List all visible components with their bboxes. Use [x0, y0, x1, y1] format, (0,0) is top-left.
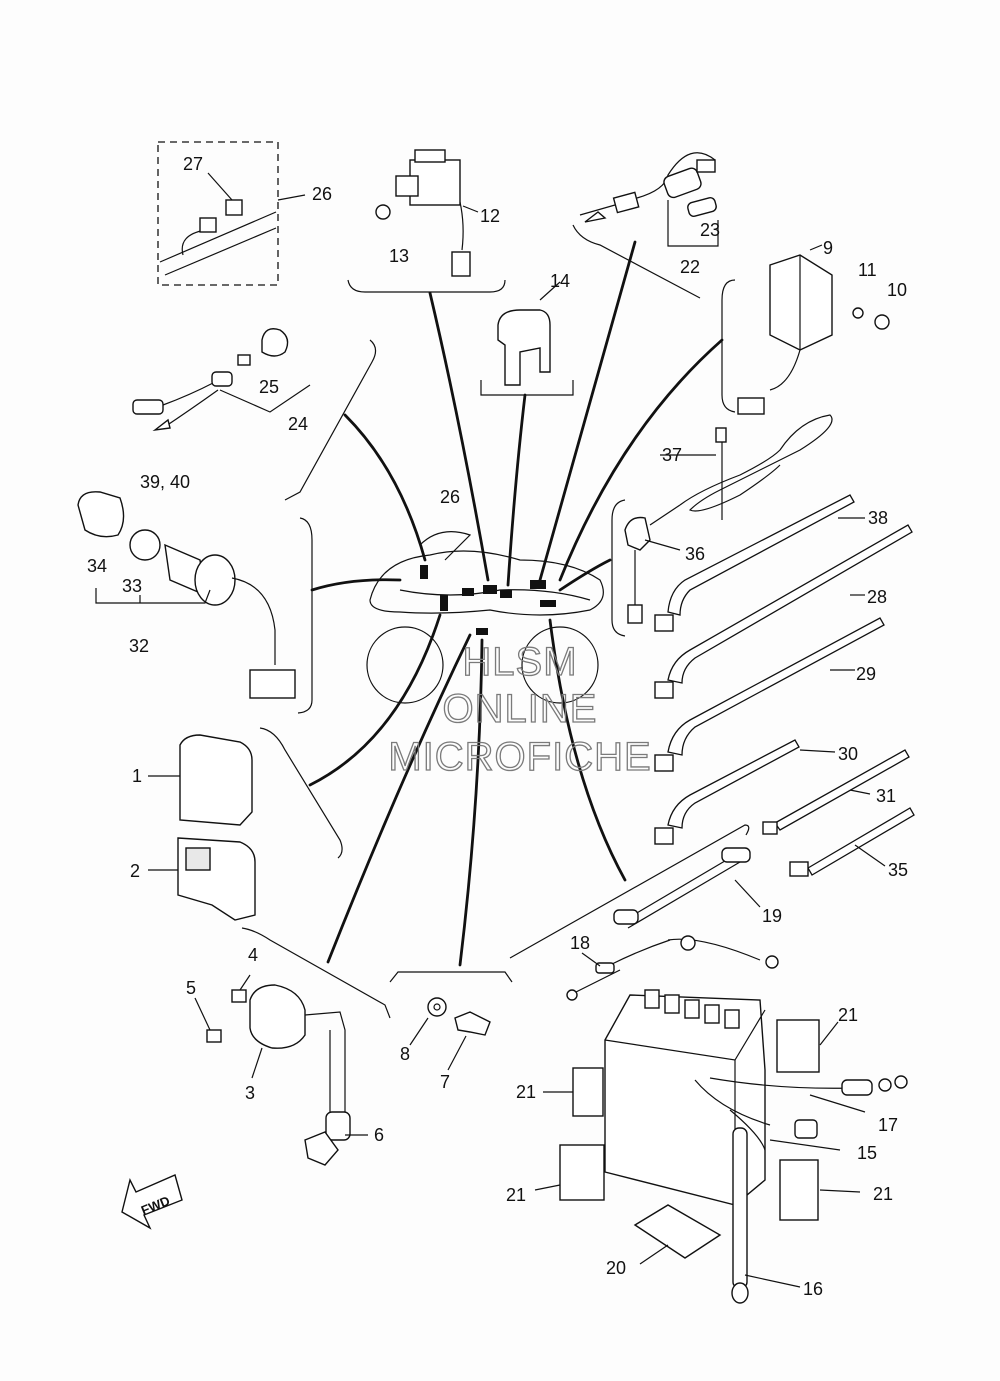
callout-22[interactable]: 22 — [680, 257, 700, 277]
callout-38[interactable]: 38 — [868, 508, 888, 528]
callout-19[interactable]: 19 — [762, 906, 782, 926]
battery — [509, 824, 908, 1304]
watermark-line-2: ONLINE — [443, 687, 598, 731]
callout-5[interactable]: 5 — [186, 978, 196, 998]
callout-29[interactable]: 29 — [856, 664, 876, 684]
callout-33[interactable]: 33 — [122, 576, 142, 596]
callout-34[interactable]: 34 — [87, 556, 107, 576]
sub-harness-box — [157, 141, 306, 286]
callout-18[interactable]: 18 — [570, 933, 590, 953]
harness-leader-wires — [308, 240, 724, 967]
callout-36[interactable]: 36 — [685, 544, 705, 564]
callout-2[interactable]: 2 — [130, 861, 140, 881]
callout-25[interactable]: 25 — [259, 377, 279, 397]
cdi-unit — [721, 244, 890, 415]
callout-3[interactable]: 3 — [245, 1083, 255, 1103]
callout-24[interactable]: 24 — [288, 414, 308, 434]
sub-harness-36-37 — [611, 414, 833, 637]
main-harness-vehicle — [366, 531, 604, 704]
ignition-coil — [194, 927, 391, 1166]
neutral-switch — [389, 971, 513, 1071]
relay-cover — [480, 281, 574, 396]
callout-27[interactable]: 27 — [183, 154, 203, 174]
watermark: HLSM ONLINE MICROFICHE — [388, 639, 652, 779]
cable-ties — [654, 494, 915, 877]
callout-26-center[interactable]: 26 — [440, 487, 460, 507]
callout-9[interactable]: 9 — [823, 238, 833, 258]
sensor-lead — [132, 328, 377, 501]
callout-21-top-right[interactable]: 21 — [838, 1005, 858, 1025]
callout-21-bottom-left[interactable]: 21 — [506, 1185, 526, 1205]
callout-7[interactable]: 7 — [440, 1072, 450, 1092]
starter-relay — [347, 149, 506, 293]
callout-14[interactable]: 14 — [550, 271, 570, 291]
watermark-line-1: HLSM — [462, 640, 577, 684]
main-switch — [77, 491, 313, 714]
callout-13[interactable]: 13 — [389, 246, 409, 266]
callout-10[interactable]: 10 — [887, 280, 907, 300]
callout-11[interactable]: 11 — [858, 260, 877, 280]
rectifier-regulator — [148, 727, 343, 921]
callout-6[interactable]: 6 — [374, 1125, 384, 1145]
callout-20[interactable]: 20 — [606, 1258, 626, 1278]
callout-21-bottom-right[interactable]: 21 — [873, 1184, 893, 1204]
callout-39-40[interactable]: 39, 40 — [140, 472, 190, 492]
callout-17[interactable]: 17 — [878, 1115, 898, 1135]
callout-21-left[interactable]: 21 — [516, 1082, 536, 1102]
callout-26-top[interactable]: 26 — [312, 184, 332, 204]
brake-switch — [572, 152, 719, 299]
callout-1[interactable]: 1 — [132, 766, 142, 786]
forward-arrow: FWD — [121, 1174, 183, 1230]
callout-32[interactable]: 32 — [129, 636, 149, 656]
callout-31[interactable]: 31 — [876, 786, 896, 806]
callout-4[interactable]: 4 — [248, 945, 258, 965]
callout-28[interactable]: 28 — [867, 587, 887, 607]
callout-30[interactable]: 30 — [838, 744, 858, 764]
callout-15[interactable]: 15 — [857, 1143, 877, 1163]
callout-23[interactable]: 23 — [700, 220, 720, 240]
callout-labels: 1 2 3 4 5 6 7 8 9 10 11 12 13 14 15 16 1… — [87, 154, 908, 1299]
watermark-line-3: MICROFICHE — [388, 735, 651, 779]
callout-8[interactable]: 8 — [400, 1044, 410, 1064]
callout-12[interactable]: 12 — [480, 206, 500, 226]
callout-37[interactable]: 37 — [662, 445, 682, 465]
callout-16[interactable]: 16 — [803, 1279, 823, 1299]
callout-35[interactable]: 35 — [888, 860, 908, 880]
